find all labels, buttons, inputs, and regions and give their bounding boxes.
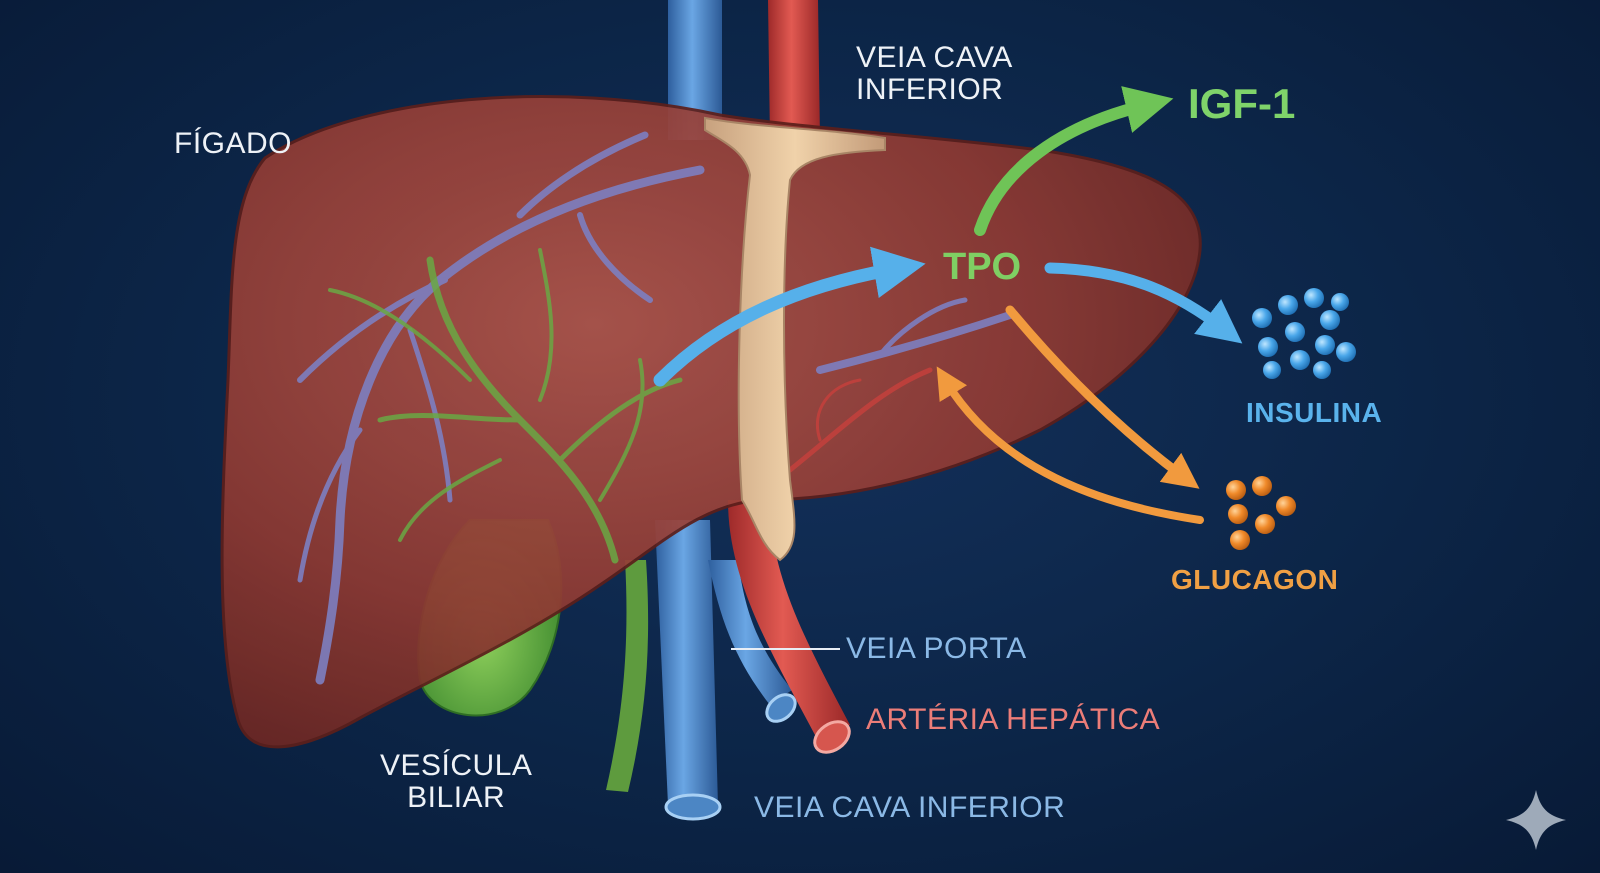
sparkle-icon (1506, 790, 1566, 850)
label-gallbladder-line1: VESÍCULA (380, 749, 533, 782)
label-tpo: TPO (943, 246, 1022, 288)
falciform-ligament (704, 116, 886, 562)
portal-vein-opening (765, 693, 797, 723)
portal-vein (708, 560, 792, 705)
label-inferior-vena-cava-top-line2: INFERIOR (856, 72, 1004, 106)
hepatic-artery-lower (728, 500, 850, 735)
label-liver: FÍGADO (174, 127, 293, 160)
bile-duct-branches (328, 248, 683, 564)
label-insulin: INSULINA (1246, 397, 1383, 428)
insulin-arrow (1044, 262, 1243, 344)
label-portal-vein: VEIA PORTA (846, 632, 1027, 665)
tpo-input-arrow (653, 246, 926, 387)
glucagon-molecules (1226, 476, 1296, 550)
hepatic-artery-upper (768, 0, 820, 140)
glucagon-feedback-arrow (936, 366, 1204, 524)
inferior-vena-cava-upper (668, 0, 722, 140)
igf1-arrow (974, 86, 1174, 236)
label-gallbladder: VESÍCULA BILIAR (380, 750, 532, 813)
insulin-molecules (1252, 288, 1356, 379)
label-gallbladder-line2: BILIAR (407, 780, 506, 814)
label-inferior-vena-cava-top: VEIA CAVA INFERIOR (856, 42, 1013, 105)
glucagon-arrow (1005, 305, 1200, 489)
vena-cava-opening (664, 793, 722, 821)
label-inferior-vena-cava-top-line1: VEIA CAVA (856, 41, 1013, 74)
label-glucagon: GLUCAGON (1171, 564, 1339, 595)
hepatic-artery-branches (787, 367, 933, 473)
label-igf1: IGF-1 (1188, 80, 1296, 127)
label-hepatic-artery: ARTÉRIA HEPÁTICA (866, 703, 1161, 736)
inferior-vena-cava-lower (655, 520, 718, 805)
hepatic-artery-opening (813, 720, 851, 754)
bile-duct (606, 560, 649, 792)
label-inferior-vena-cava-bottom: VEIA CAVA INFERIOR (754, 791, 1066, 824)
